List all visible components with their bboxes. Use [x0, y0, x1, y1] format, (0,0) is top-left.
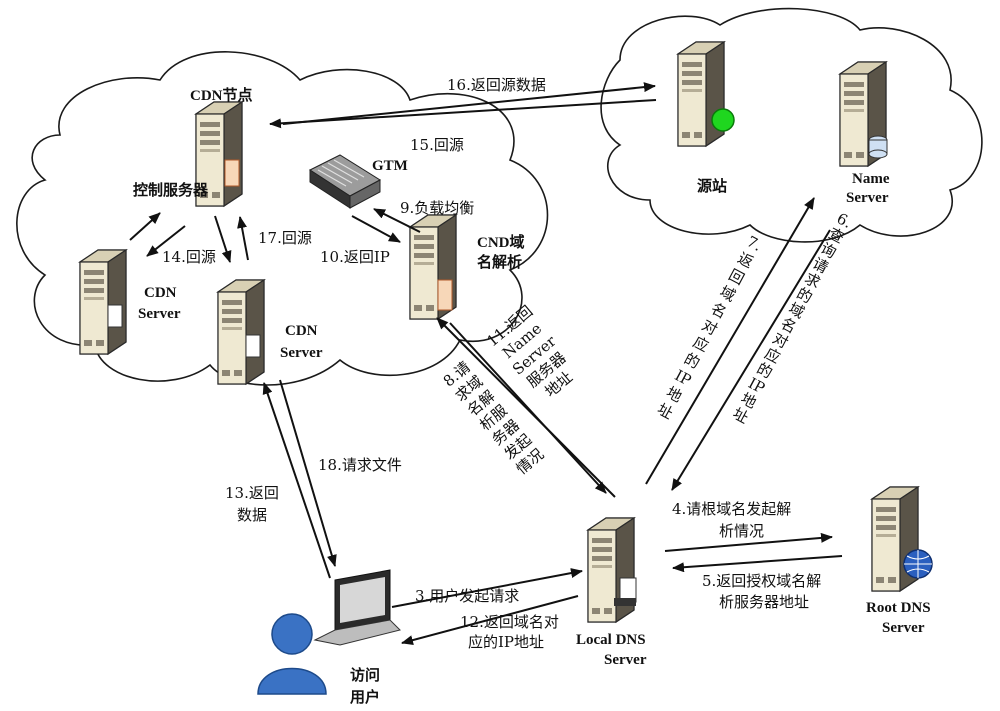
- arrow-12: [401, 595, 579, 645]
- status-light-icon: [711, 108, 735, 132]
- step-12-label-1: 12.返回域名对: [460, 613, 559, 631]
- step-15-label: 15.回源: [410, 136, 464, 154]
- step-17-label: 17.回源: [258, 229, 312, 247]
- arrow-down-cdnb: [214, 215, 232, 263]
- origin-server-icon: [677, 41, 735, 147]
- name-server-label-1: Name: [852, 171, 890, 187]
- cdn-server-a-label-1: CDN: [144, 285, 177, 301]
- step-s7-line: 地: [663, 383, 685, 406]
- arrow-9: [373, 208, 421, 233]
- step-s6-line: 址: [730, 404, 752, 427]
- cdn-server-b-icon: [217, 279, 265, 385]
- local-dns-label-1: Local DNS: [576, 632, 646, 648]
- step-13-label-1: 13.返回: [225, 484, 279, 502]
- step-s6-line: 域: [786, 299, 808, 322]
- root-dns-label-1: Root DNS: [866, 600, 931, 616]
- user-label-2: 用户: [350, 688, 380, 706]
- local-dns-label-2: Server: [604, 652, 647, 668]
- step-s7-line: 域: [717, 282, 739, 305]
- user-icon: [257, 613, 327, 695]
- laptop-icon: [313, 569, 401, 646]
- arrow-7: [645, 197, 815, 485]
- root-dns-server-icon: [871, 486, 933, 592]
- name-server-icon: [839, 61, 888, 167]
- cdn-server-b-label-2: Server: [280, 345, 323, 361]
- step-18-label: 18.请求文件: [318, 456, 402, 474]
- step-14-label: 14.回源: [162, 248, 216, 266]
- step-12-label-2: 应的IP地址: [468, 633, 544, 651]
- step-s7-line: 址: [654, 400, 676, 423]
- step-s6-line: 查: [826, 224, 848, 247]
- step-16-label: 16.返回源数据: [447, 76, 546, 94]
- cdn-node-title: CDN节点: [190, 86, 253, 104]
- arrow-13: [262, 382, 331, 579]
- step-10-label: 10.返回IP: [320, 248, 390, 266]
- step-s7-line: 返: [735, 249, 757, 272]
- control-server-label: 控制服务器: [133, 181, 209, 199]
- step-s7-line: 回: [726, 266, 748, 289]
- step-4-label-2: 析情况: [719, 522, 764, 540]
- step-9-label: 9.负载均衡: [400, 199, 474, 217]
- root-dns-label-2: Server: [882, 620, 925, 636]
- cnd-dns-label-2: 名解析: [477, 253, 522, 271]
- arrow-16: [269, 99, 657, 129]
- local-dns-server-icon: [587, 517, 637, 623]
- step-s6-line: 的: [754, 359, 776, 382]
- step-s7-line: IP: [672, 366, 695, 389]
- cdn-server-a-icon: [79, 249, 127, 355]
- step-13-label-2: 数据: [237, 506, 267, 524]
- arrow-10: [351, 215, 401, 243]
- cnd-dns-server-icon: [409, 214, 457, 320]
- arrow-14: [146, 225, 186, 257]
- origin-label: 源站: [697, 177, 727, 195]
- step-5-label-1: 5.返回授权域名解: [702, 572, 821, 590]
- gtm-label: GTM: [372, 158, 408, 174]
- arrow-17: [237, 216, 249, 261]
- cnd-dns-label-1: CND域: [477, 233, 525, 251]
- cdn-server-a-label-2: Server: [138, 306, 181, 322]
- arrow-5: [672, 555, 843, 573]
- step-5-label-2: 析服务器地址: [719, 593, 809, 611]
- step-s7-line: 名: [708, 299, 730, 322]
- step-s7-line: 对: [699, 316, 721, 339]
- control-server-icon: [195, 101, 243, 207]
- step-s6-line: IP: [745, 374, 768, 397]
- arrow-6: [671, 229, 831, 491]
- origin-cloud: [600, 7, 983, 243]
- arrow-3: [391, 568, 583, 608]
- arrow-4: [664, 532, 833, 552]
- step-s7-line: 应: [690, 333, 712, 356]
- step-s6-line: 求: [802, 269, 824, 292]
- step-s6-line: 应: [762, 344, 784, 367]
- step-s6-line: 名: [778, 314, 800, 337]
- user-label-1: 访问: [350, 666, 380, 684]
- arrow-11: [449, 322, 607, 494]
- step-4-label-1: 4.请根域名发起解: [672, 500, 791, 518]
- step-s6-line: 询: [818, 239, 840, 262]
- step-s6-line: 的: [794, 284, 816, 307]
- arrow-18: [279, 379, 337, 567]
- step-s6-line: 地: [738, 389, 760, 412]
- name-server-label-2: Server: [846, 190, 889, 206]
- arrow-up-control: [129, 212, 161, 241]
- cdn-server-b-label-1: CDN: [285, 323, 318, 339]
- arrow-15: [282, 82, 656, 125]
- arrow-8: [436, 317, 616, 498]
- step-s6-line: 请: [810, 254, 832, 277]
- gtm-switch-icon: [308, 154, 381, 209]
- step-s7-line: 的: [681, 350, 703, 373]
- step-s6-line: 对: [770, 329, 792, 352]
- step-3-label: 3.用户发起请求: [415, 587, 519, 605]
